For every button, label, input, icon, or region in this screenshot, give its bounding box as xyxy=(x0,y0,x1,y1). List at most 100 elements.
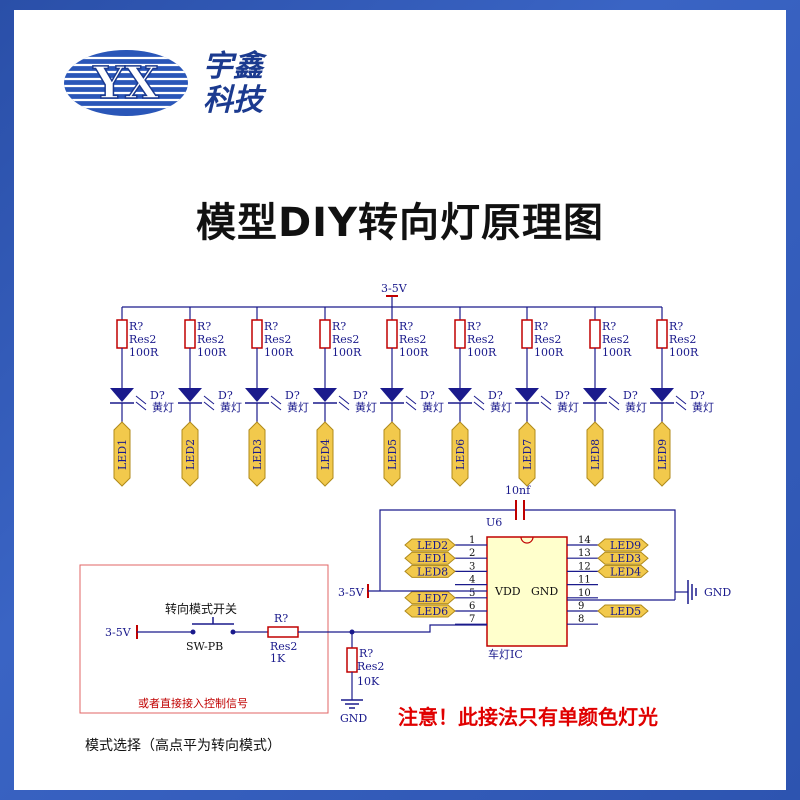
pin-net-label: LED1 xyxy=(417,552,448,565)
mode-resistor xyxy=(267,626,299,638)
ic-notch xyxy=(520,536,534,544)
channel-r-val: 100R xyxy=(264,346,294,359)
led-net-flag xyxy=(113,421,131,487)
channel-r-type: Res2 xyxy=(399,333,426,346)
pin-net-flag xyxy=(597,551,649,565)
channel-resistor xyxy=(386,319,398,349)
channel-r-val: 100R xyxy=(129,346,159,359)
channel-r-type: Res2 xyxy=(264,333,291,346)
led-light-arrow xyxy=(203,401,215,411)
channel-d-ref: D? xyxy=(555,389,570,402)
pin-number: 13 xyxy=(578,548,591,559)
led-net-flag xyxy=(451,421,469,487)
page-title: 模型DIY转向灯原理图 xyxy=(195,200,605,246)
channel-d-val: 黄灯 xyxy=(287,400,309,414)
brand-name-line2: 科技 xyxy=(203,83,263,118)
channel-d-val: 黄灯 xyxy=(422,400,444,414)
led-diode xyxy=(448,388,472,402)
pin-number: 5 xyxy=(469,588,475,599)
led-light-arrow xyxy=(405,401,417,411)
mode-r-type: Res2 xyxy=(270,640,297,653)
channel-r-ref: R? xyxy=(602,320,616,333)
led-light-arrow xyxy=(540,395,552,405)
channel-resistor xyxy=(454,319,466,349)
led-diode xyxy=(110,388,134,402)
ic-ref: U6 xyxy=(486,516,502,529)
led-light-arrow xyxy=(540,401,552,411)
channel-d-val: 黄灯 xyxy=(490,400,512,414)
led-diode xyxy=(380,388,404,402)
channel-r-val: 100R xyxy=(534,346,564,359)
pin-number: 9 xyxy=(578,601,584,612)
led-light-arrow xyxy=(473,395,485,405)
supply-ic-label: 3-5V xyxy=(338,586,365,599)
channel-d-val: 黄灯 xyxy=(355,400,377,414)
channel-d-ref: D? xyxy=(420,389,435,402)
pin-net-flag xyxy=(404,604,456,618)
led-diode xyxy=(583,388,607,402)
led-net-flag xyxy=(383,421,401,487)
led-diode xyxy=(650,388,674,402)
led-net-flag xyxy=(248,421,266,487)
ic-left-pin: 5 LED7 xyxy=(404,588,487,605)
ic-vdd-label: VDD xyxy=(494,585,521,598)
led-light-arrow xyxy=(608,395,620,405)
gnd-net-label: GND xyxy=(704,586,731,599)
brand-logo: YX xyxy=(64,50,188,116)
led-net-flag xyxy=(586,421,604,487)
ic-right-pin: 8 xyxy=(567,614,598,625)
channel-d-val: 黄灯 xyxy=(692,400,714,414)
led-light-arrow xyxy=(608,401,620,411)
pulldown-r-ref: R? xyxy=(359,647,373,660)
ic-name: 车灯IC xyxy=(488,647,523,661)
pin-number: 12 xyxy=(578,561,591,572)
led-channels: R?Res2100RD?黄灯LED1R?Res2100RD?黄灯LED2R?Re… xyxy=(110,307,714,487)
channel-d-ref: D? xyxy=(218,389,233,402)
switch-ref: SW-PB xyxy=(186,640,223,653)
pin-net-flag xyxy=(404,591,456,605)
led-net-flag xyxy=(518,421,536,487)
mode-r-val: 1K xyxy=(270,652,286,665)
channel-d-ref: D? xyxy=(488,389,503,402)
mode-box-note: 或者直接接入控制信号 xyxy=(138,696,248,710)
led-net-label: LED7 xyxy=(521,439,534,470)
channel-r-val: 100R xyxy=(669,346,699,359)
pin-net-flag xyxy=(597,538,649,552)
led-net-flag xyxy=(316,421,334,487)
brand-name: 宇鑫 科技 xyxy=(203,50,283,118)
switch-title: 转向模式开关 xyxy=(165,601,237,616)
pulldown-r-type: Res2 xyxy=(357,660,384,673)
cap-wire xyxy=(379,509,515,590)
channel-r-type: Res2 xyxy=(129,333,156,346)
channel-resistor xyxy=(116,319,128,349)
mode-caption: 模式选择（高点平为转向模式） xyxy=(85,737,281,754)
channel-resistor xyxy=(184,319,196,349)
mode-wire-3 xyxy=(298,624,487,633)
led-light-arrow xyxy=(203,395,215,405)
supply-left-label: 3-5V xyxy=(105,626,132,639)
channel-r-ref: R? xyxy=(534,320,548,333)
mode-box xyxy=(79,564,329,714)
channel-d-ref: D? xyxy=(690,389,705,402)
led-diode xyxy=(515,388,539,402)
pin-number: 3 xyxy=(469,561,475,572)
channel-resistor xyxy=(589,319,601,349)
pin-number: 7 xyxy=(469,614,475,625)
ic-left-pin: 7 xyxy=(455,614,487,625)
channel-r-ref: R? xyxy=(197,320,211,333)
channel-d-val: 黄灯 xyxy=(152,400,174,414)
pin-net-label: LED7 xyxy=(417,592,448,605)
channel-d-val: 黄灯 xyxy=(220,400,242,414)
led-net-label: LED4 xyxy=(319,439,332,470)
led-light-arrow xyxy=(135,395,147,405)
